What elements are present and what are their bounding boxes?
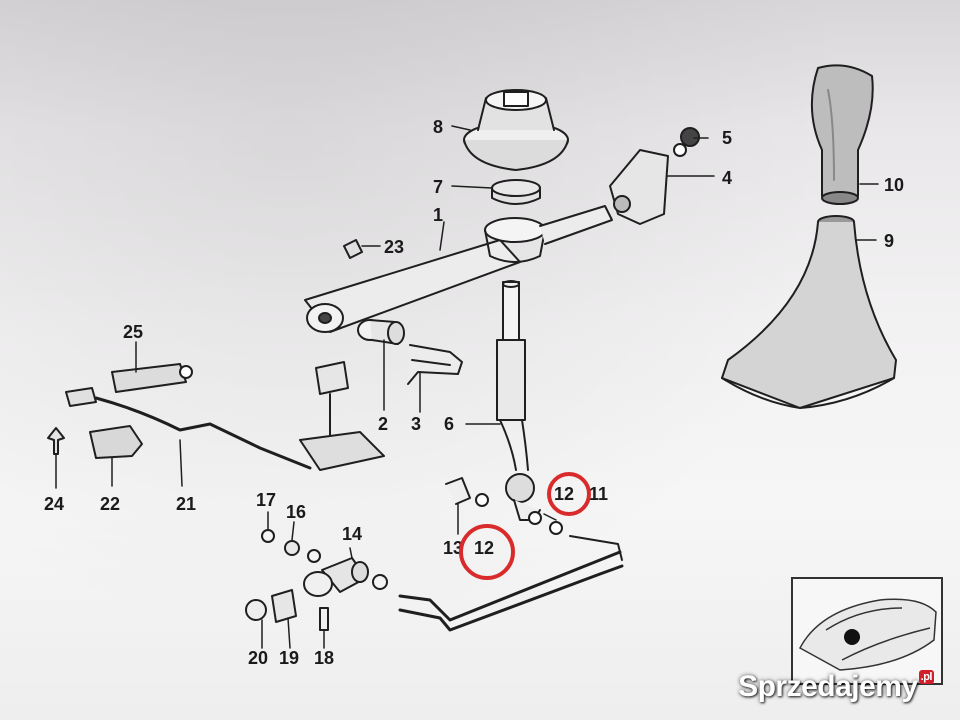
part-13-clip: [445, 477, 471, 505]
part-10-knob: [810, 64, 874, 205]
label-25: 25: [123, 322, 143, 342]
label-11: 11: [589, 484, 608, 504]
label-3: 3: [411, 414, 421, 434]
part-selector-plate: [299, 361, 385, 471]
label-21: 21: [176, 494, 196, 514]
location-dot-icon: [844, 629, 860, 645]
watermark-text: Sprzedajemy: [738, 670, 918, 703]
label-14: 14: [342, 524, 362, 544]
part-23-clip: [343, 239, 363, 259]
highlight-circle-lower: [459, 524, 515, 580]
label-17: 17: [256, 490, 276, 510]
label-4: 4: [722, 168, 732, 188]
part-16-17-washers: [261, 529, 388, 590]
label-10: 10: [884, 175, 904, 195]
part-5-nut: [680, 127, 700, 147]
part-8-gear-boot: [463, 89, 569, 171]
part-12-washer: [475, 493, 563, 535]
part-labels: 8 7 1 5 4 10 9 23 25 2 3 6 24 22 21 17 1…: [44, 117, 904, 668]
label-2: 2: [378, 414, 388, 434]
part-6-shift-rod: [496, 280, 542, 525]
leader-lines: [55, 125, 879, 649]
watermark-suffix: .pl: [918, 670, 934, 684]
part-25-switch: [111, 363, 193, 393]
part-18-20-bushings: [245, 589, 329, 631]
part-3-clip: [407, 344, 463, 385]
label-22: 22: [100, 494, 120, 514]
part-21-cable: [65, 387, 312, 470]
highlight-circle-upper: [547, 472, 591, 516]
car-inset: [791, 577, 943, 685]
part-7-ring: [491, 179, 541, 205]
label-1: 1: [433, 205, 443, 225]
label-24: 24: [44, 494, 64, 514]
label-19: 19: [279, 648, 299, 668]
part-2-bushing: [357, 319, 405, 345]
label-18: 18: [314, 648, 334, 668]
part-14-joint: [303, 557, 369, 597]
part-11-selector-rod: [398, 535, 624, 632]
label-20: 20: [248, 648, 268, 668]
label-12-upper: 12: [554, 484, 574, 504]
label-13: 13: [443, 538, 463, 558]
label-7: 7: [433, 177, 443, 197]
label-6: 6: [444, 414, 454, 434]
label-23: 23: [384, 237, 404, 257]
label-8: 8: [433, 117, 443, 137]
label-16: 16: [286, 502, 306, 522]
watermark-logo: Sprzedajemy.pl: [738, 670, 934, 704]
part-22-connector: [89, 425, 143, 459]
part-24-pin: [47, 427, 65, 455]
part-9-boot: [721, 215, 897, 409]
part-1-shift-arm: [304, 205, 613, 333]
label-9: 9: [884, 231, 894, 251]
label-12-lower: 12: [474, 538, 494, 558]
part-4-bracket: [609, 143, 687, 225]
highlight-circles: [459, 472, 591, 580]
label-5: 5: [722, 128, 732, 148]
